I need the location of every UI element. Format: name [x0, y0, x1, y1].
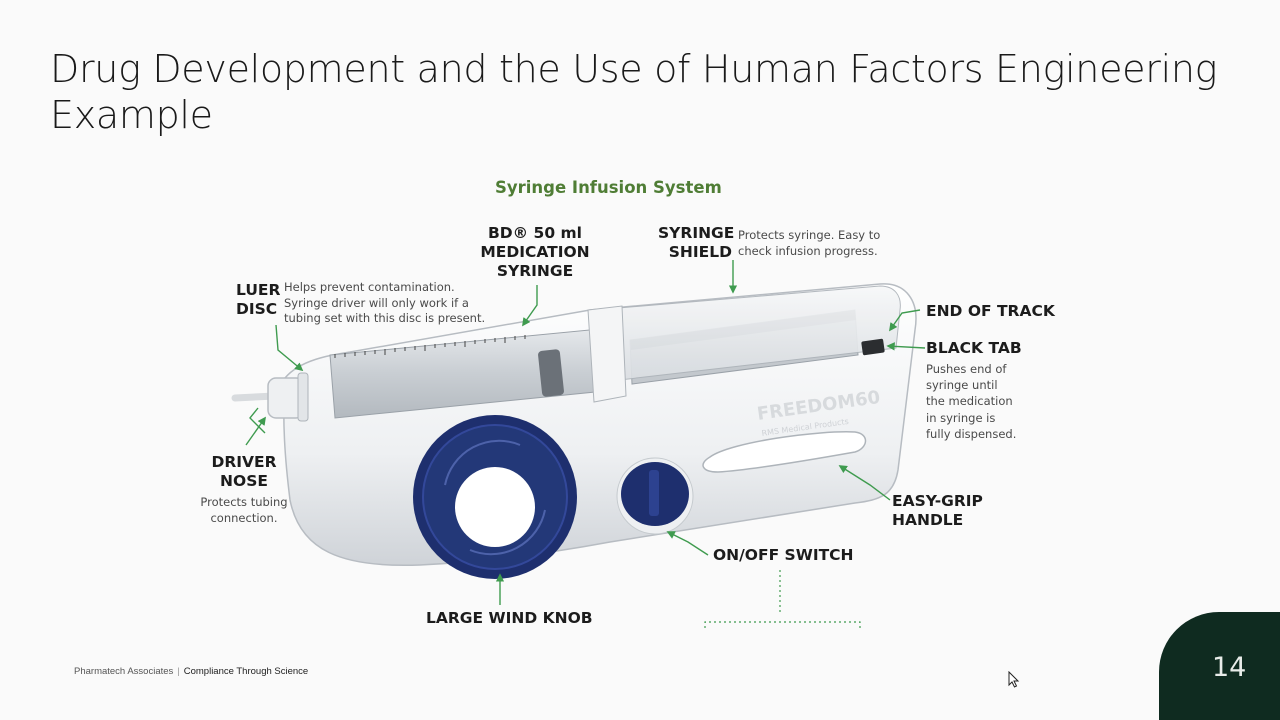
label-easy-grip-handle: EASY-GRIP HANDLE — [892, 492, 983, 530]
label-shield-line-2: SHIELD — [668, 243, 732, 261]
label-driver-line-1: DRIVER — [211, 453, 277, 471]
syringe-diagram: FREEDOM60 RMS Medical Products — [190, 170, 1070, 635]
desc-driver-nose: Protects tubing connection. — [194, 495, 294, 526]
label-driver-line-2: NOSE — [220, 472, 268, 490]
label-on-off-switch: ON/OFF SWITCH — [713, 546, 854, 564]
desc-black-tab-line-4: in syringe is — [926, 410, 996, 425]
desc-luer-line-1: Helps prevent contamination. — [284, 280, 455, 294]
desc-shield-line-1: Protects syringe. Easy to — [738, 228, 881, 242]
label-syringe-shield: SYRINGE SHIELD — [658, 224, 735, 262]
desc-black-tab-line-2: syringe until — [926, 378, 998, 393]
shield-clip — [587, 305, 627, 403]
footer-separator: | — [177, 666, 180, 677]
label-black-tab: BLACK TAB — [926, 339, 1022, 357]
easy-grip-handle — [702, 431, 867, 473]
label-luer-line-1: LUER — [236, 281, 281, 299]
label-syringe-line-2: MEDICATION — [480, 243, 590, 261]
diagram-title: Syringe Infusion System — [495, 178, 722, 197]
desc-luer-disc: Helps prevent contamination. Syringe dri… — [284, 280, 485, 327]
mouse-cursor-icon — [1008, 671, 1020, 688]
desc-luer-line-3: tubing set with this disc is present. — [284, 311, 486, 325]
black-tab — [861, 338, 885, 356]
luer-disc — [297, 372, 309, 422]
slide-title-line-1: Drug Development and the Use of Human Fa… — [50, 47, 1218, 91]
label-large-wind-knob: LARGE WIND KNOB — [426, 609, 593, 627]
large-wind-knob — [413, 415, 577, 579]
device-illustration: FREEDOM60 RMS Medical Products — [231, 260, 926, 628]
syringe-graduations — [334, 335, 526, 358]
desc-shield-line-2: check infusion progress. — [738, 243, 878, 258]
desc-black-tab-line-3: the medication — [926, 394, 1013, 409]
leader-arrows — [245, 260, 926, 605]
label-syringe-line-3: SYRINGE — [496, 262, 574, 280]
label-grip-line-1: EASY-GRIP — [892, 492, 983, 510]
footer: Pharmatech Associates|Compliance Through… — [74, 666, 308, 677]
desc-black-tab-line-5: fully dispensed. — [926, 426, 1017, 441]
cropped-callout-box — [704, 621, 861, 628]
label-driver-nose: DRIVER NOSE — [204, 453, 284, 491]
desc-black-tab-line-1: Pushes end of — [926, 362, 1007, 376]
label-syringe-line-1: BD® 50 ml — [487, 224, 582, 242]
label-luer-line-2: DISC — [236, 300, 278, 318]
desc-luer-line-2: Syringe driver will only work if a — [284, 295, 469, 310]
page-number: 14 — [1212, 652, 1247, 683]
slide-title: Drug Development and the Use of Human Fa… — [50, 46, 1230, 138]
label-shield-line-1: SYRINGE — [658, 224, 735, 242]
label-luer-disc: LUER DISC — [236, 281, 280, 319]
label-end-of-track: END OF TRACK — [926, 302, 1055, 320]
on-off-switch — [616, 457, 694, 535]
desc-driver-line-2: connection. — [210, 510, 278, 525]
plunger-stopper — [538, 349, 564, 397]
desc-driver-line-1: Protects tubing — [200, 495, 288, 509]
footer-company: Pharmatech Associates — [74, 666, 174, 677]
page-number-box — [1159, 612, 1280, 720]
desc-syringe-shield: Protects syringe. Easy to check infusion… — [738, 228, 880, 259]
label-medication-syringe: BD® 50 ml MEDICATION SYRINGE — [480, 224, 590, 281]
syringe-shield — [594, 285, 901, 383]
footer-tagline: Compliance Through Science — [183, 666, 309, 677]
label-grip-line-2: HANDLE — [892, 511, 964, 529]
desc-black-tab: Pushes end of syringe until the medicati… — [926, 361, 1016, 442]
slide-title-line-2: Example — [50, 93, 213, 137]
